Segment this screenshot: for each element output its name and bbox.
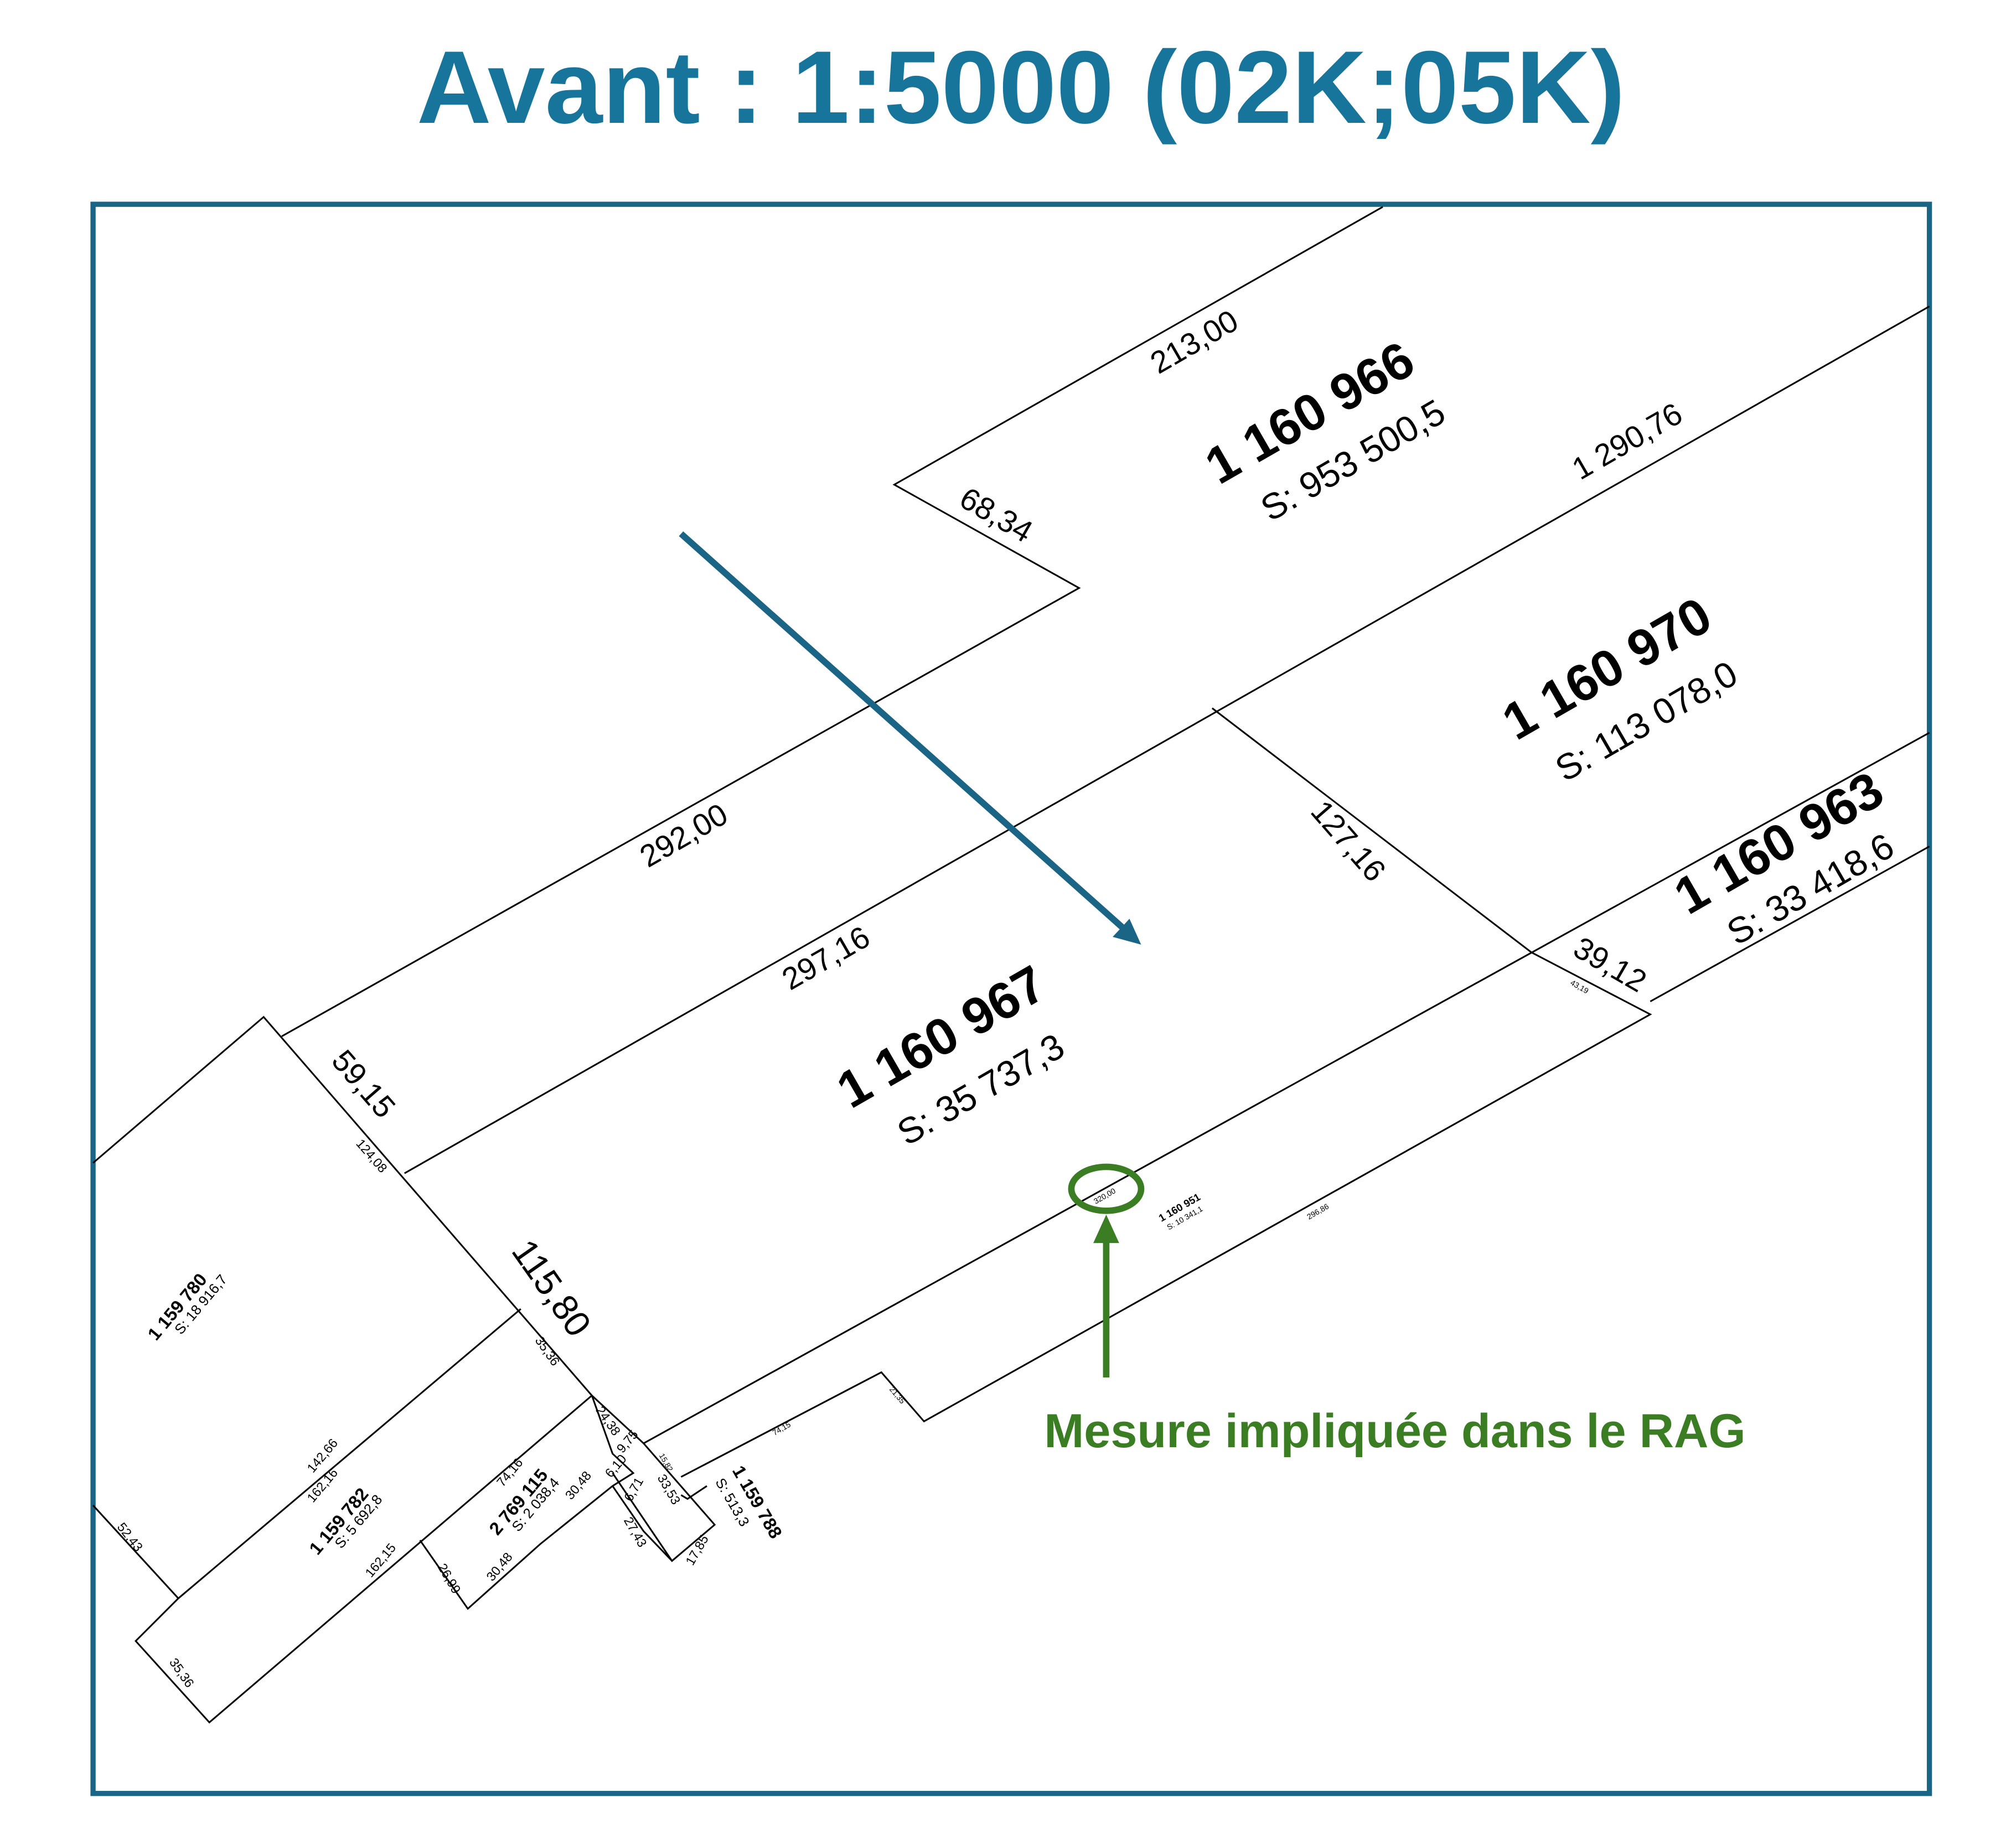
boundary-320-00 <box>643 732 1930 1444</box>
map-frame <box>90 201 1932 1796</box>
arrow-head-icon <box>1113 919 1141 945</box>
rag-highlight: Mesure impliquée dans le RAG <box>1044 1163 1746 1458</box>
boundary-52-43 <box>92 1505 179 1599</box>
rag-annotation: Mesure impliquée dans le RAG <box>1044 1405 1745 1458</box>
direction-arrow <box>679 531 1141 945</box>
page-title: Avant : 1:5000 (02K;05K) <box>417 29 1625 145</box>
arrow-up-icon <box>1093 1214 1119 1244</box>
parcel-boundaries <box>92 206 1930 1724</box>
boundary-1290-76 <box>404 305 1930 1174</box>
boundary-1159782 <box>135 1308 593 1724</box>
boundary-27-43 <box>612 1485 673 1562</box>
highlight-ellipse <box>1068 1163 1145 1214</box>
boundary-1160963 <box>1650 846 1930 1002</box>
direction-arrow-shaft <box>679 531 1127 932</box>
boundary-127-16 <box>680 707 1652 1478</box>
arrow-1159788 <box>680 1485 707 1500</box>
boundary-1160966 <box>281 206 1383 1037</box>
